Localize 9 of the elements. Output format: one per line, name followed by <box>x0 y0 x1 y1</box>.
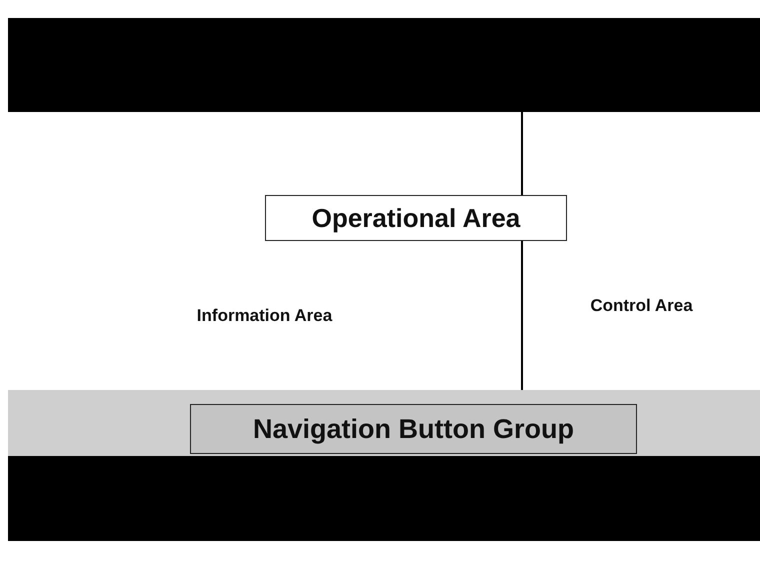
navigation-band <box>8 390 760 456</box>
region-label: Information Area <box>196 306 332 326</box>
area-label-box <box>190 404 637 454</box>
top-bar <box>8 18 760 112</box>
bottom-bar <box>8 456 760 541</box>
area-label-box <box>265 195 567 241</box>
area-label: Operational Area <box>312 202 520 234</box>
region-label: Control Area <box>590 296 693 316</box>
area-label: Navigation Button Group <box>253 414 574 444</box>
